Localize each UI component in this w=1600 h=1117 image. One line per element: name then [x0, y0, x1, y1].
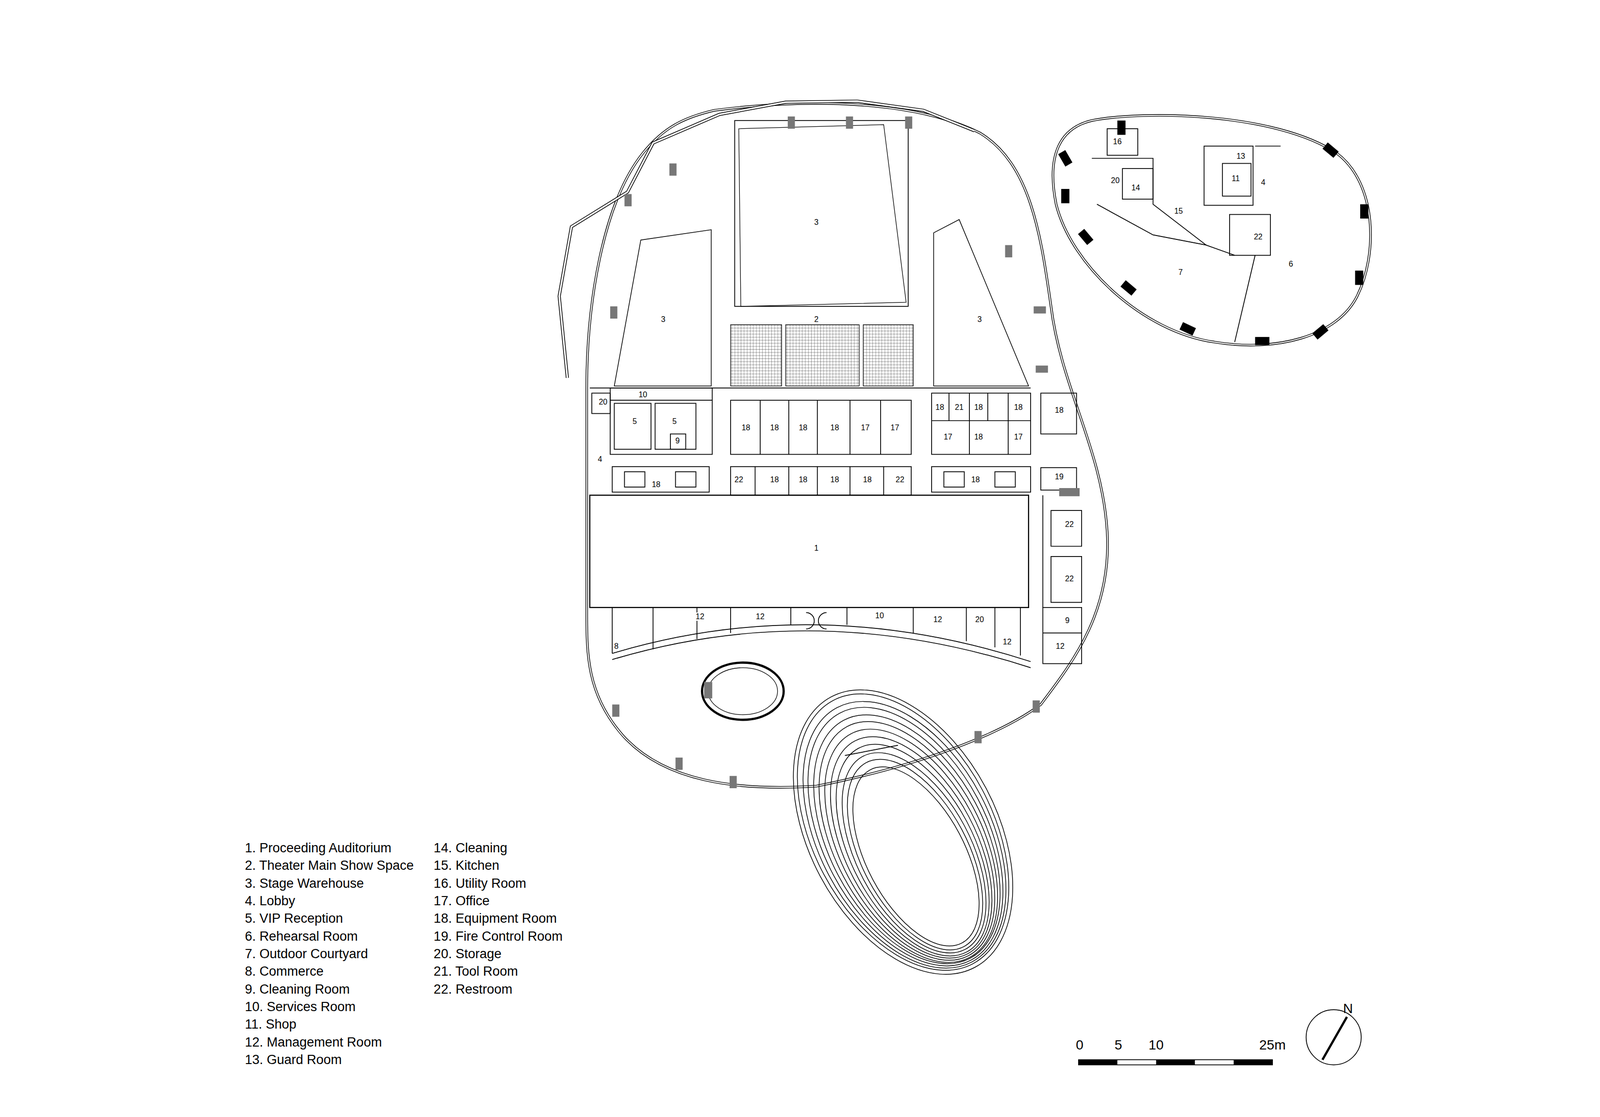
room-number: 16	[1112, 137, 1123, 147]
room-number: 17	[860, 423, 871, 433]
room-number: 17	[889, 423, 901, 433]
room-number: 3	[660, 315, 667, 324]
legend-entry: 5. VIP Reception	[244, 911, 343, 926]
legend-entry: 8. Commerce	[244, 964, 324, 980]
room-number: 22	[1064, 574, 1075, 584]
room-number: 18	[650, 480, 662, 490]
room-number: 12	[1001, 637, 1013, 647]
room-number: 5	[671, 416, 678, 426]
legend-entry: 17. Office	[433, 893, 490, 909]
room-number: 9	[674, 436, 681, 446]
room-number: 11	[1230, 174, 1241, 184]
scale-label: 0	[1074, 1037, 1085, 1053]
room-number: 18	[862, 475, 873, 484]
room-number: 22	[1064, 520, 1075, 530]
room-number: 3	[976, 315, 984, 324]
legend-entry: 1. Proceeding Auditorium	[244, 840, 392, 856]
room-number: 12	[694, 612, 706, 621]
legend-entry: 9. Cleaning Room	[244, 982, 350, 997]
legend-entry: 7. Outdoor Courtyard	[244, 946, 368, 962]
room-number: 21	[953, 402, 965, 412]
room-number: 5	[631, 416, 638, 426]
room-number: 3	[813, 217, 820, 227]
room-number: 18	[769, 475, 781, 484]
legend-entry: 4. Lobby	[244, 893, 296, 909]
scale-label: 25m	[1258, 1037, 1287, 1053]
legend-entry: 19. Fire Control Room	[433, 929, 563, 944]
room-number: 18	[1013, 402, 1024, 412]
room-number: 18	[973, 432, 984, 442]
legend-entry: 6. Rehearsal Room	[244, 929, 358, 944]
legend-entry: 15. Kitchen	[433, 858, 500, 873]
room-number: 18	[970, 475, 982, 484]
room-number: 20	[597, 397, 609, 407]
room-number: 2	[813, 315, 820, 324]
legend-entry: 14. Cleaning	[433, 840, 508, 856]
room-number: 22	[733, 475, 745, 484]
room-number: 12	[932, 615, 944, 624]
room-number: 12	[1054, 641, 1066, 651]
room-number: 1	[813, 543, 820, 553]
room-number: 20	[974, 615, 985, 624]
room-number: 20	[1110, 176, 1121, 185]
room-number: 18	[829, 423, 841, 433]
room-number: 7	[1177, 267, 1184, 277]
legend-entry: 13. Guard Room	[244, 1052, 342, 1067]
room-number: 6	[1287, 260, 1295, 269]
scale-label: 5	[1113, 1037, 1124, 1053]
room-number: 22	[894, 475, 906, 484]
legend-entry: 10. Services Room	[244, 999, 356, 1015]
room-number: 12	[754, 612, 766, 621]
north-label: N	[1342, 1000, 1354, 1016]
room-number: 17	[1013, 432, 1024, 442]
room-number: 18	[797, 475, 809, 484]
legend-entry: 20. Storage	[433, 946, 502, 962]
room-number: 4	[1260, 178, 1267, 187]
room-number: 18	[973, 402, 984, 412]
room-number: 8	[613, 641, 620, 651]
legend-entry: 12. Management Room	[244, 1034, 382, 1050]
legend-entry: 22. Restroom	[433, 982, 513, 997]
legend-entry: 21. Tool Room	[433, 964, 518, 980]
room-number: 15	[1173, 206, 1184, 216]
room-number: 22	[1252, 232, 1264, 242]
room-number: 10	[874, 611, 885, 620]
room-number: 4	[597, 454, 604, 464]
legend-entry: 3. Stage Warehouse	[244, 876, 364, 891]
room-number: 18	[934, 402, 946, 412]
room-number: 18	[740, 423, 752, 433]
legend-entry: 18. Equipment Room	[433, 911, 557, 926]
legend-entry: 11. Shop	[244, 1017, 297, 1033]
legend-entry: 16. Utility Room	[433, 876, 527, 891]
room-number: 17	[942, 432, 954, 442]
room-number: 18	[1053, 405, 1065, 415]
scale-label: 10	[1147, 1037, 1165, 1053]
room-number: 13	[1235, 151, 1247, 161]
room-number: 10	[637, 390, 649, 400]
room-number: 18	[829, 475, 841, 484]
room-number: 18	[769, 423, 781, 433]
room-number: 18	[797, 423, 809, 433]
legend-entry: 2. Theater Main Show Space	[244, 858, 414, 873]
room-number: 14	[1130, 183, 1142, 193]
room-number: 19	[1053, 472, 1065, 482]
room-number: 9	[1064, 616, 1071, 625]
